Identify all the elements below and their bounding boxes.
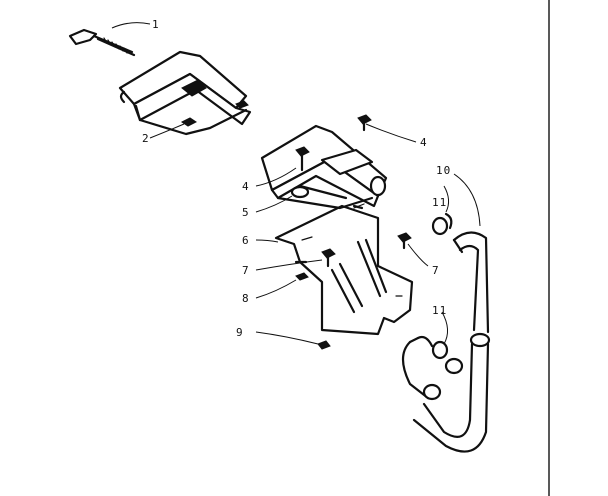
callout-4-upper: 4 (420, 136, 428, 149)
part-8-clip (295, 272, 309, 281)
callout-11-lower: 11 (432, 304, 447, 317)
part-6-mounting-plate (274, 203, 414, 336)
callout-4-left: 4 (242, 180, 250, 193)
nut-5 (290, 185, 310, 199)
part-11-clamp-upper (431, 212, 453, 236)
callout-2: 2 (142, 132, 150, 145)
callout-10: 10 (436, 164, 451, 177)
callout-1: 1 (152, 18, 160, 31)
part-9-clip (317, 340, 331, 350)
callout-5: 5 (242, 206, 250, 219)
leader-lines (111, 22, 481, 345)
part-11-clamp-lower (431, 340, 464, 375)
part-10-hose (401, 231, 491, 453)
part-2-cam-block (118, 50, 252, 136)
screw-4-upper (357, 114, 372, 132)
screw-7-right (397, 232, 412, 250)
callout-9: 9 (236, 326, 244, 339)
callout-6: 6 (242, 234, 250, 247)
part-housing-bracket (260, 124, 388, 210)
screw-7-left (321, 248, 336, 268)
callout-7-right: 7 (432, 264, 440, 277)
callout-7-left: 7 (242, 264, 250, 277)
part-1-actuator-rod (68, 28, 136, 57)
screw-4-left (295, 146, 310, 172)
callout-11-upper: 11 (432, 196, 447, 209)
callout-8: 8 (242, 292, 250, 305)
